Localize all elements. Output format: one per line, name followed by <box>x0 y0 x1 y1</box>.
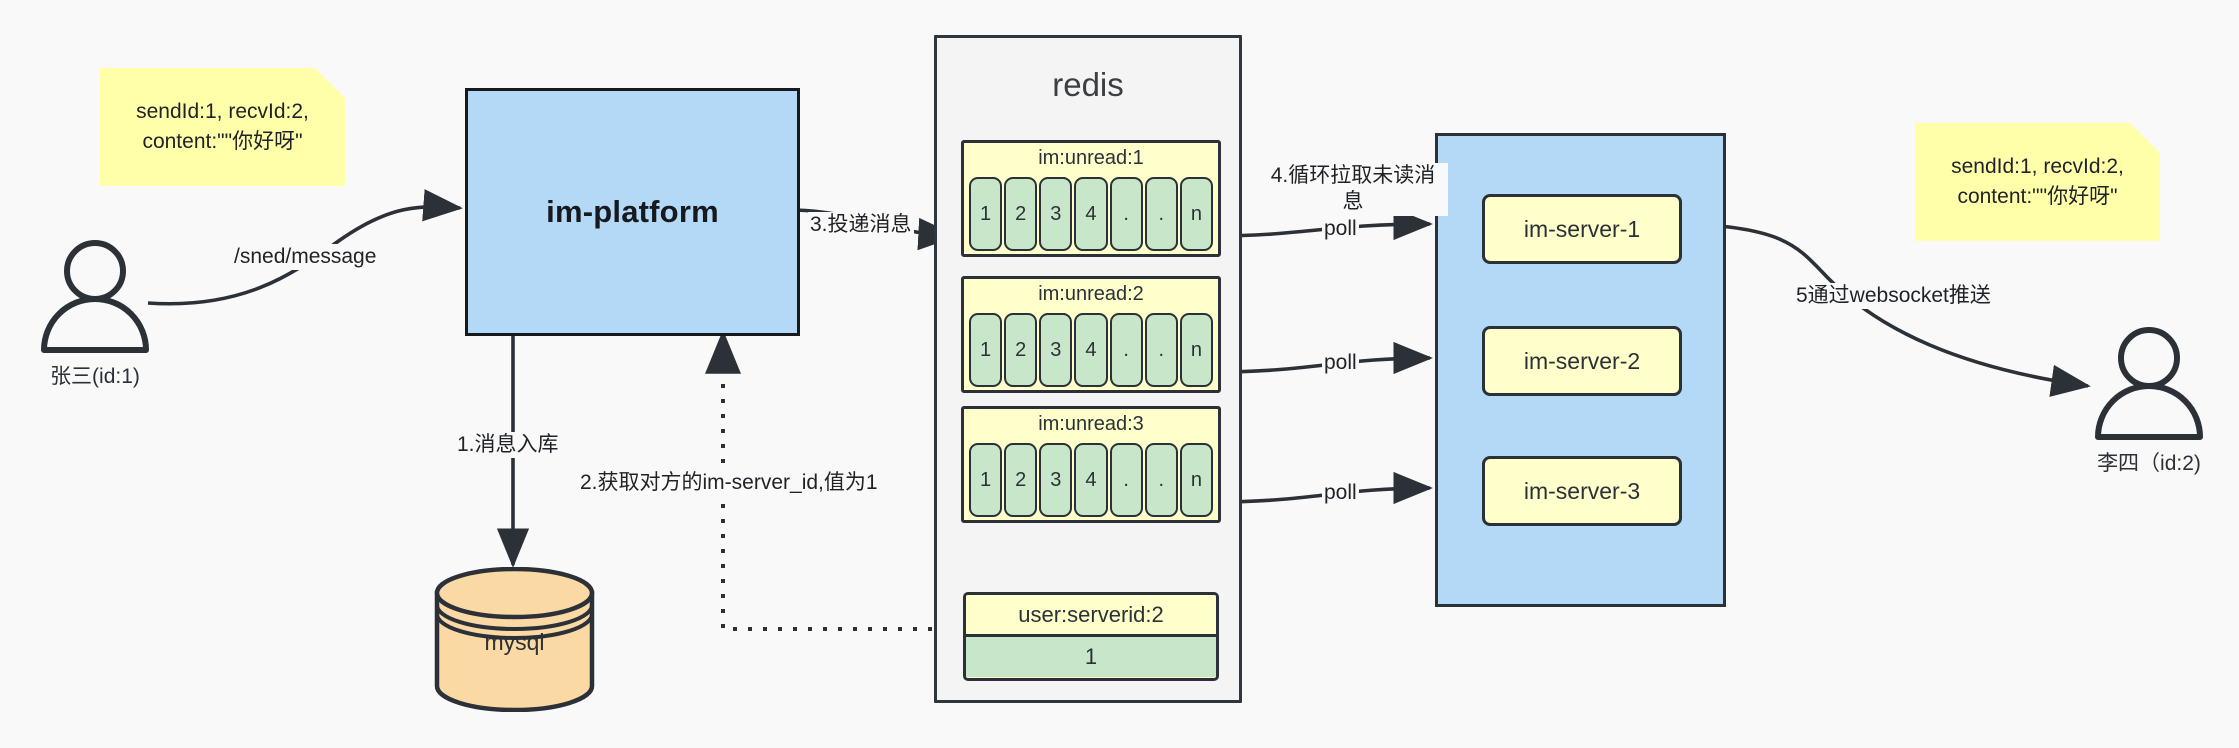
redis-kv-value: 1 <box>966 637 1216 677</box>
redis-list-cell[interactable]: 1 <box>969 177 1003 251</box>
redis-list-cell[interactable]: . <box>1109 443 1143 517</box>
im-server-node[interactable]: im-server-3 <box>1482 456 1682 526</box>
redis-list-cell[interactable]: 2 <box>1004 313 1038 387</box>
redis-list-group[interactable]: im:unread:1 1 2 3 4 . . n <box>961 140 1221 257</box>
edge-label-step5: 5通过websocket推送 <box>1794 283 1993 310</box>
edge-label-poll-2: poll <box>1322 350 1359 377</box>
edge-label-step1: 1.消息入库 <box>455 432 561 459</box>
redis-list-cell[interactable]: n <box>1179 313 1213 387</box>
im-server-label: im-server-1 <box>1523 215 1641 242</box>
edge-label-poll-3: poll <box>1322 480 1359 507</box>
redis-list-cell[interactable]: 1 <box>969 313 1003 387</box>
redis-title: redis <box>1052 66 1124 103</box>
redis-list-key: im:unread:2 <box>1038 283 1144 305</box>
im-platform-label: im-platform <box>546 194 719 229</box>
redis-list-cell[interactable]: 2 <box>1004 177 1038 251</box>
person-icon <box>2095 327 2203 440</box>
edge-label-send-message: /sned/message <box>232 244 379 271</box>
redis-kv-block[interactable]: user:serverid:2 1 <box>963 592 1219 681</box>
actor-sender-label: 张三(id:1) <box>50 365 140 388</box>
redis-list-cell[interactable]: . <box>1109 313 1143 387</box>
im-server-cluster: im-server-1 im-server-2 im-server-3 <box>1435 133 1726 607</box>
note-receiver-payload-body: sendId:1, recvId:2, content:""你好呀" <box>1915 123 2160 241</box>
actor-sender: 张三(id:1) <box>36 238 154 388</box>
edge-label-step4: 4.循环拉取未读消 息 <box>1258 163 1448 216</box>
im-server-label: im-server-2 <box>1523 347 1641 374</box>
redis-container: redis im:unread:1 1 2 3 4 . . n im:unrea… <box>934 35 1242 703</box>
database-cylinder-icon <box>434 566 595 713</box>
redis-list-cell[interactable]: 1 <box>969 443 1003 517</box>
redis-list-key: im:unread:1 <box>1038 147 1144 169</box>
im-server-node[interactable]: im-server-1 <box>1482 194 1682 264</box>
redis-list-cell[interactable]: . <box>1144 443 1178 517</box>
redis-kv-key: user:serverid:2 <box>966 595 1216 637</box>
im-server-label: im-server-3 <box>1523 477 1641 504</box>
redis-list-cells: 1 2 3 4 . . n <box>968 443 1214 517</box>
edge-label-step3: 3.投递消息 <box>808 212 914 239</box>
edge-label-step2: 2.获取对方的im-server_id,值为1 <box>578 470 880 497</box>
actor-receiver-label: 李四（id:2) <box>2097 452 2201 475</box>
mysql-database-node[interactable]: mysql <box>432 566 597 713</box>
redis-list-cells: 1 2 3 4 . . n <box>968 313 1214 387</box>
note-sender-payload-body: sendId:1, recvId:2, content:""你好呀" <box>100 68 345 186</box>
redis-list-cell[interactable]: . <box>1109 177 1143 251</box>
redis-list-cell[interactable]: 4 <box>1074 313 1108 387</box>
note-receiver-payload: sendId:1, recvId:2, content:""你好呀" <box>1915 123 2160 241</box>
redis-list-cell[interactable]: 3 <box>1039 443 1073 517</box>
actor-receiver: 李四（id:2) <box>2090 325 2208 475</box>
redis-list-cell[interactable]: . <box>1144 177 1178 251</box>
redis-list-cell[interactable]: 3 <box>1039 313 1073 387</box>
redis-list-cell[interactable]: 4 <box>1074 177 1108 251</box>
im-platform-node[interactable]: im-platform <box>465 88 800 336</box>
im-server-node[interactable]: im-server-2 <box>1482 326 1682 396</box>
redis-list-cell[interactable]: n <box>1179 443 1213 517</box>
redis-list-key: im:unread:3 <box>1038 413 1144 435</box>
mysql-label: mysql <box>484 629 545 655</box>
redis-list-cell[interactable]: 4 <box>1074 443 1108 517</box>
person-icon <box>41 240 149 353</box>
redis-list-cell[interactable]: 2 <box>1004 443 1038 517</box>
redis-list-cell[interactable]: . <box>1144 313 1178 387</box>
redis-list-cell[interactable]: 3 <box>1039 177 1073 251</box>
redis-list-group[interactable]: im:unread:3 1 2 3 4 . . n <box>961 406 1221 523</box>
note-sender-payload: sendId:1, recvId:2, content:""你好呀" <box>100 68 345 186</box>
redis-list-group[interactable]: im:unread:2 1 2 3 4 . . n <box>961 276 1221 393</box>
edge-label-poll-1: poll <box>1322 216 1359 243</box>
redis-list-cell[interactable]: n <box>1179 177 1213 251</box>
redis-list-cells: 1 2 3 4 . . n <box>968 177 1214 251</box>
